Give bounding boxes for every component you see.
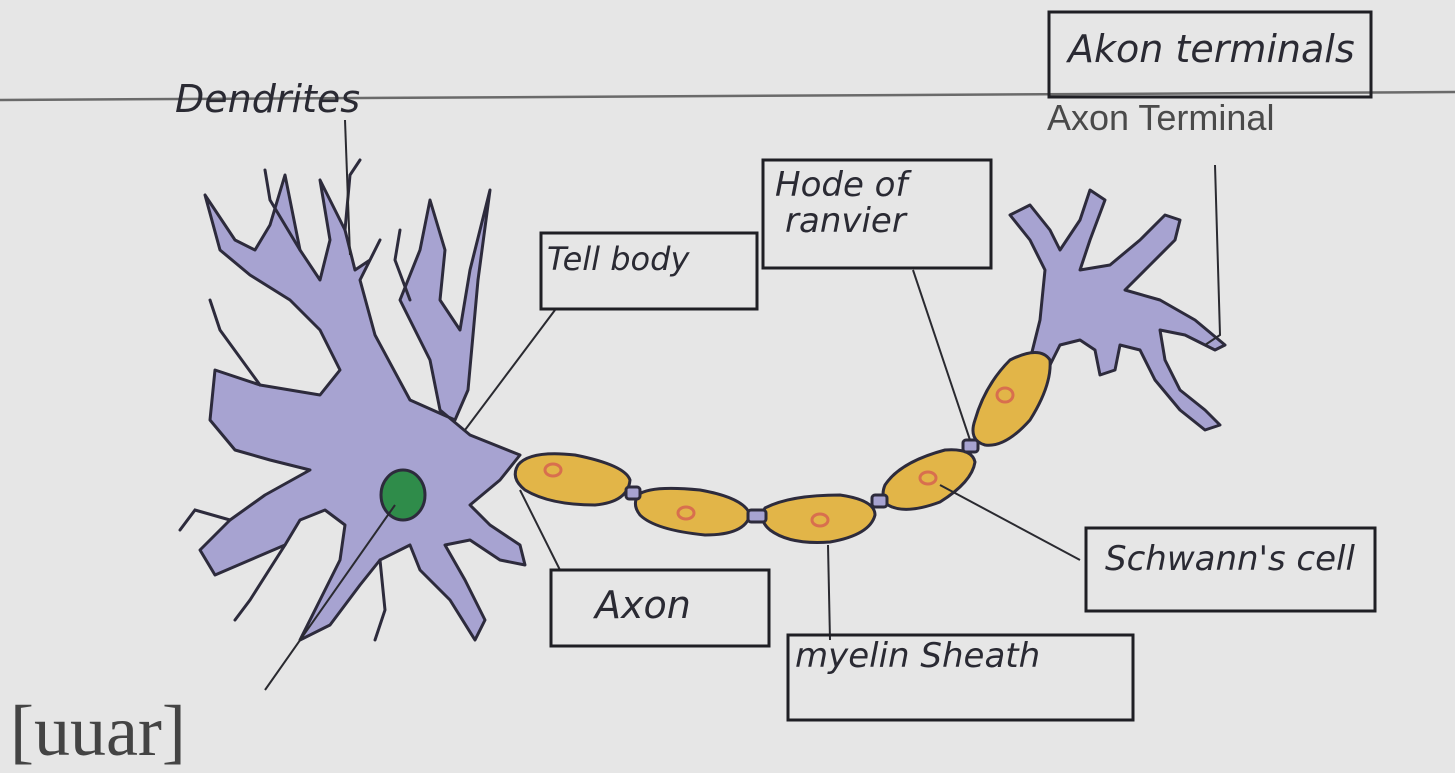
label-axon: Axon (592, 583, 691, 627)
myelin-segment (883, 450, 975, 510)
cell-body-shape (180, 160, 525, 640)
nucleus-shape (381, 470, 425, 520)
myelin-segment (635, 488, 750, 535)
label-cell-body: Tell body (547, 240, 690, 278)
myelin-segment (973, 353, 1050, 446)
label-axon-terminals-handwritten: Akon terminals (1065, 27, 1355, 71)
node-of-ranvier-gap (872, 495, 887, 507)
label-schwann-cell: Schwann's cell (1105, 539, 1355, 579)
label-nucleus: [uuar] (10, 691, 186, 771)
myelin-segment (515, 454, 630, 505)
label-dendrites: Dendrites (175, 77, 360, 121)
leader-schwann-cell (940, 485, 1080, 560)
label-myelin-sheath: myelin Sheath (795, 636, 1040, 676)
label-node-of-ranvier-line2: ranvier (785, 201, 908, 241)
label-axon-terminal-typed: Axon Terminal (1047, 97, 1274, 138)
leader-node-of-ranvier (913, 270, 970, 440)
node-of-ranvier-gap (626, 487, 640, 499)
node-of-ranvier-gap (963, 440, 978, 452)
neuron-soma (200, 175, 525, 640)
myelin-segment (762, 495, 875, 543)
label-node-of-ranvier-line1: Hode of (775, 165, 912, 205)
leader-cell-body (465, 310, 555, 430)
dendrite-branch (375, 560, 385, 640)
node-of-ranvier-gap (748, 510, 766, 522)
leader-axon-terminals (1205, 165, 1220, 345)
leader-myelin-sheath (828, 545, 830, 640)
